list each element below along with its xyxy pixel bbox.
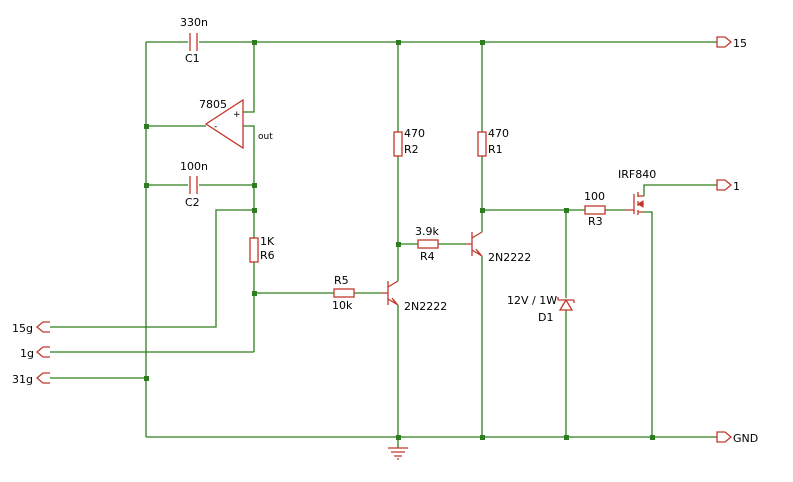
svg-text:R4: R4 — [420, 250, 435, 263]
port-1[interactable]: 1 — [716, 179, 740, 193]
transistor-q2[interactable]: 2N2222 — [466, 231, 531, 264]
capacitor-c1[interactable]: 330n C1 — [180, 16, 208, 65]
svg-text:out: out — [258, 132, 273, 142]
resistor-r2[interactable]: 470 R2 — [393, 127, 425, 157]
svg-text:D1: D1 — [538, 311, 553, 324]
svg-text:IRF840: IRF840 — [618, 168, 656, 181]
svg-text:3.9k: 3.9k — [415, 225, 439, 238]
svg-text:2N2222: 2N2222 — [404, 300, 447, 313]
svg-text:R2: R2 — [404, 143, 419, 156]
resistor-r6[interactable]: 1K R6 — [249, 235, 275, 263]
resistor-r3[interactable]: 100 R3 — [584, 190, 606, 228]
port-gnd[interactable]: GND — [716, 431, 758, 445]
port-15g[interactable]: 15g — [12, 321, 50, 335]
svg-text:R3: R3 — [588, 215, 603, 228]
capacitor-c2[interactable]: 100n C2 — [180, 160, 208, 209]
svg-text:-: - — [214, 122, 217, 132]
transistor-q1[interactable]: 2N2222 — [382, 280, 447, 313]
port-31g[interactable]: 31g — [12, 372, 50, 386]
svg-text:1K: 1K — [260, 235, 275, 248]
ground-icon — [388, 447, 408, 460]
wires — [50, 41, 717, 448]
svg-text:R6: R6 — [260, 249, 275, 262]
svg-text:C2: C2 — [185, 196, 200, 209]
svg-text:C1: C1 — [185, 52, 200, 65]
resistor-r4[interactable]: 3.9k R4 — [415, 225, 439, 263]
svg-text:1: 1 — [733, 180, 740, 193]
svg-text:470: 470 — [404, 127, 425, 140]
svg-text:2N2222: 2N2222 — [488, 251, 531, 264]
svg-text:R1: R1 — [488, 143, 503, 156]
resistor-r5[interactable]: R5 10k — [332, 274, 355, 312]
svg-text:10k: 10k — [332, 299, 353, 312]
svg-text:12V / 1W: 12V / 1W — [507, 294, 557, 307]
svg-text:100n: 100n — [180, 160, 208, 173]
svg-text:15g: 15g — [12, 322, 33, 335]
svg-text:100: 100 — [584, 190, 605, 203]
svg-text:31g: 31g — [12, 373, 33, 386]
svg-text:1g: 1g — [20, 347, 34, 360]
port-15[interactable]: 15 — [716, 36, 747, 50]
svg-text:+: + — [233, 110, 241, 120]
regulator-7805[interactable]: 7805 + - out — [199, 98, 273, 150]
mosfet-irf840[interactable]: IRF840 — [618, 168, 656, 215]
svg-text:7805: 7805 — [199, 98, 227, 111]
svg-text:GND: GND — [733, 432, 758, 445]
port-1g[interactable]: 1g — [20, 346, 50, 360]
svg-text:470: 470 — [488, 127, 509, 140]
svg-text:R5: R5 — [334, 274, 349, 287]
svg-text:15: 15 — [733, 37, 747, 50]
svg-text:330n: 330n — [180, 16, 208, 29]
junctions — [144, 40, 655, 440]
resistor-r1[interactable]: 470 R1 — [477, 127, 509, 157]
zener-diode-d1[interactable]: 12V / 1W D1 — [507, 294, 575, 324]
